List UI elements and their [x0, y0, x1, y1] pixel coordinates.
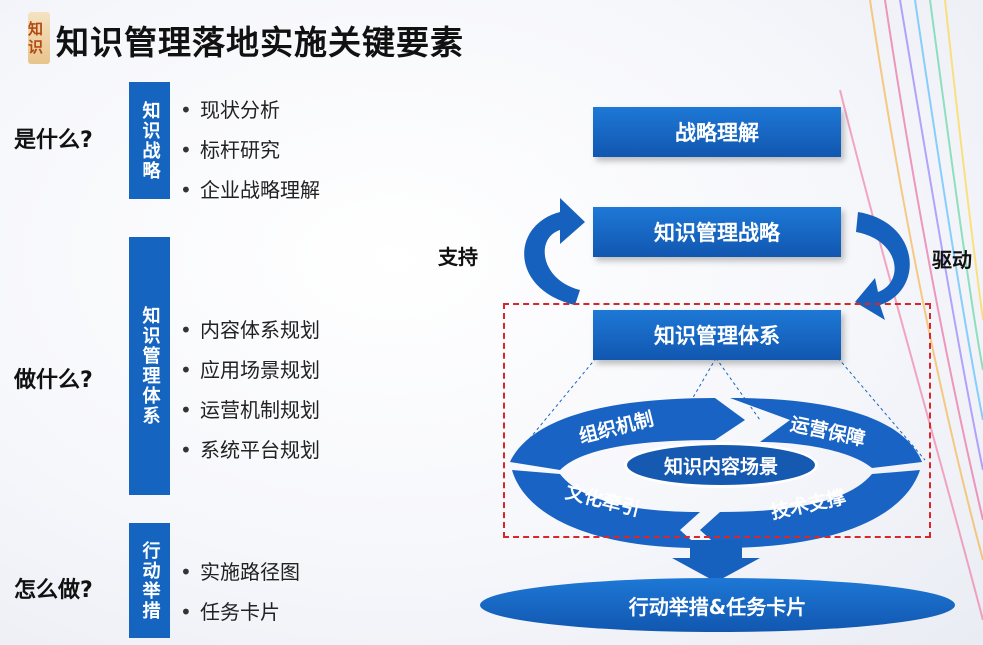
system-list: •内容体系规划 •应用场景规划 •运营机制规划 •系统平台规划 [180, 310, 320, 470]
page-title: 知识管理落地实施关键要素 [56, 23, 464, 62]
bar-km-system: 知识管理体系 [129, 237, 170, 495]
logo: 知识 [28, 12, 50, 64]
actions-list: •实施路径图 •任务卡片 [180, 552, 300, 632]
list-item: •运营机制规划 [180, 398, 320, 422]
cycle-center: 知识内容场景 [624, 442, 818, 488]
list-item: •现状分析 [180, 98, 280, 122]
label-drive: 驱动 [932, 248, 972, 272]
question-how: 怎么做? [14, 578, 93, 603]
cycle-segment-top-left [510, 398, 745, 470]
down-arrow [672, 540, 760, 582]
box-strategy-understanding: 战略理解 [593, 107, 841, 157]
dashed-frame [503, 303, 931, 538]
cycle-segment-bottom-left [512, 470, 700, 548]
box-km-system: 知识管理体系 [593, 310, 841, 360]
list-item: •任务卡片 [180, 600, 280, 624]
drive-arrow [855, 212, 910, 320]
list-item: •标杆研究 [180, 138, 280, 162]
bar-actions: 行动举措 [129, 523, 170, 638]
cycle-segment-bottom-right [700, 470, 920, 548]
question-what: 是什么? [14, 128, 93, 153]
list-item: •实施路径图 [180, 560, 300, 584]
list-item: •企业战略理解 [180, 178, 320, 202]
box-km-strategy: 知识管理战略 [593, 207, 841, 257]
list-item: •内容体系规划 [180, 318, 320, 342]
question-do-what: 做什么? [14, 368, 93, 393]
label-support: 支持 [438, 245, 478, 269]
list-item: •系统平台规划 [180, 438, 320, 462]
action-ellipse: 行动举措&任务卡片 [480, 578, 955, 632]
support-arrow [524, 198, 585, 305]
bar-knowledge-strategy: 知识战略 [129, 82, 170, 199]
list-item: •应用场景规划 [180, 358, 320, 382]
cycle-segment-top-right [730, 398, 922, 468]
strategy-list: •现状分析 •标杆研究 •企业战略理解 [180, 90, 320, 210]
